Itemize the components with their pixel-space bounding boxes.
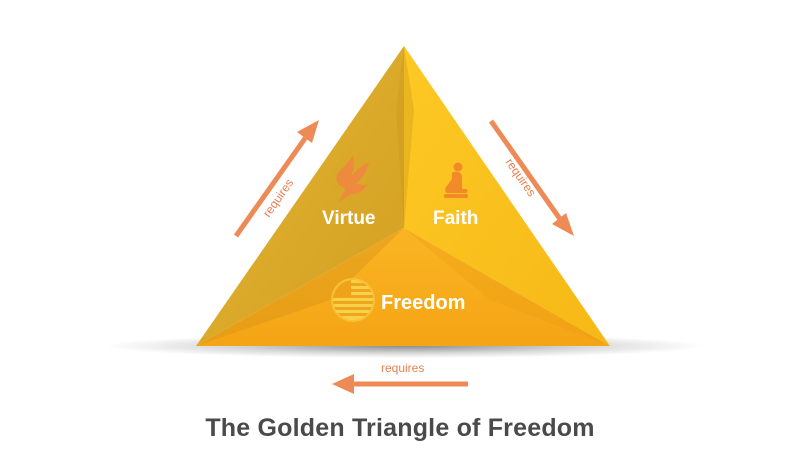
freedom-label: Freedom	[381, 292, 465, 314]
bottom-arrow: requires	[332, 361, 468, 394]
virtue-face	[196, 46, 404, 346]
faith-face	[404, 46, 610, 346]
fold-shade-right	[404, 228, 610, 346]
fold-shade-top	[396, 46, 414, 228]
freedom-face	[196, 228, 610, 346]
flag-icon	[331, 278, 375, 322]
praying-person-icon	[444, 162, 468, 198]
dove-icon	[336, 156, 369, 202]
virtue-label: Virtue	[322, 208, 376, 229]
bottom-arrow-label: requires	[381, 361, 424, 375]
faith-label: Faith	[433, 208, 478, 229]
diagram-title: The Golden Triangle of Freedom	[205, 414, 595, 442]
fold-shade-left	[196, 228, 404, 346]
triangle	[196, 46, 610, 346]
